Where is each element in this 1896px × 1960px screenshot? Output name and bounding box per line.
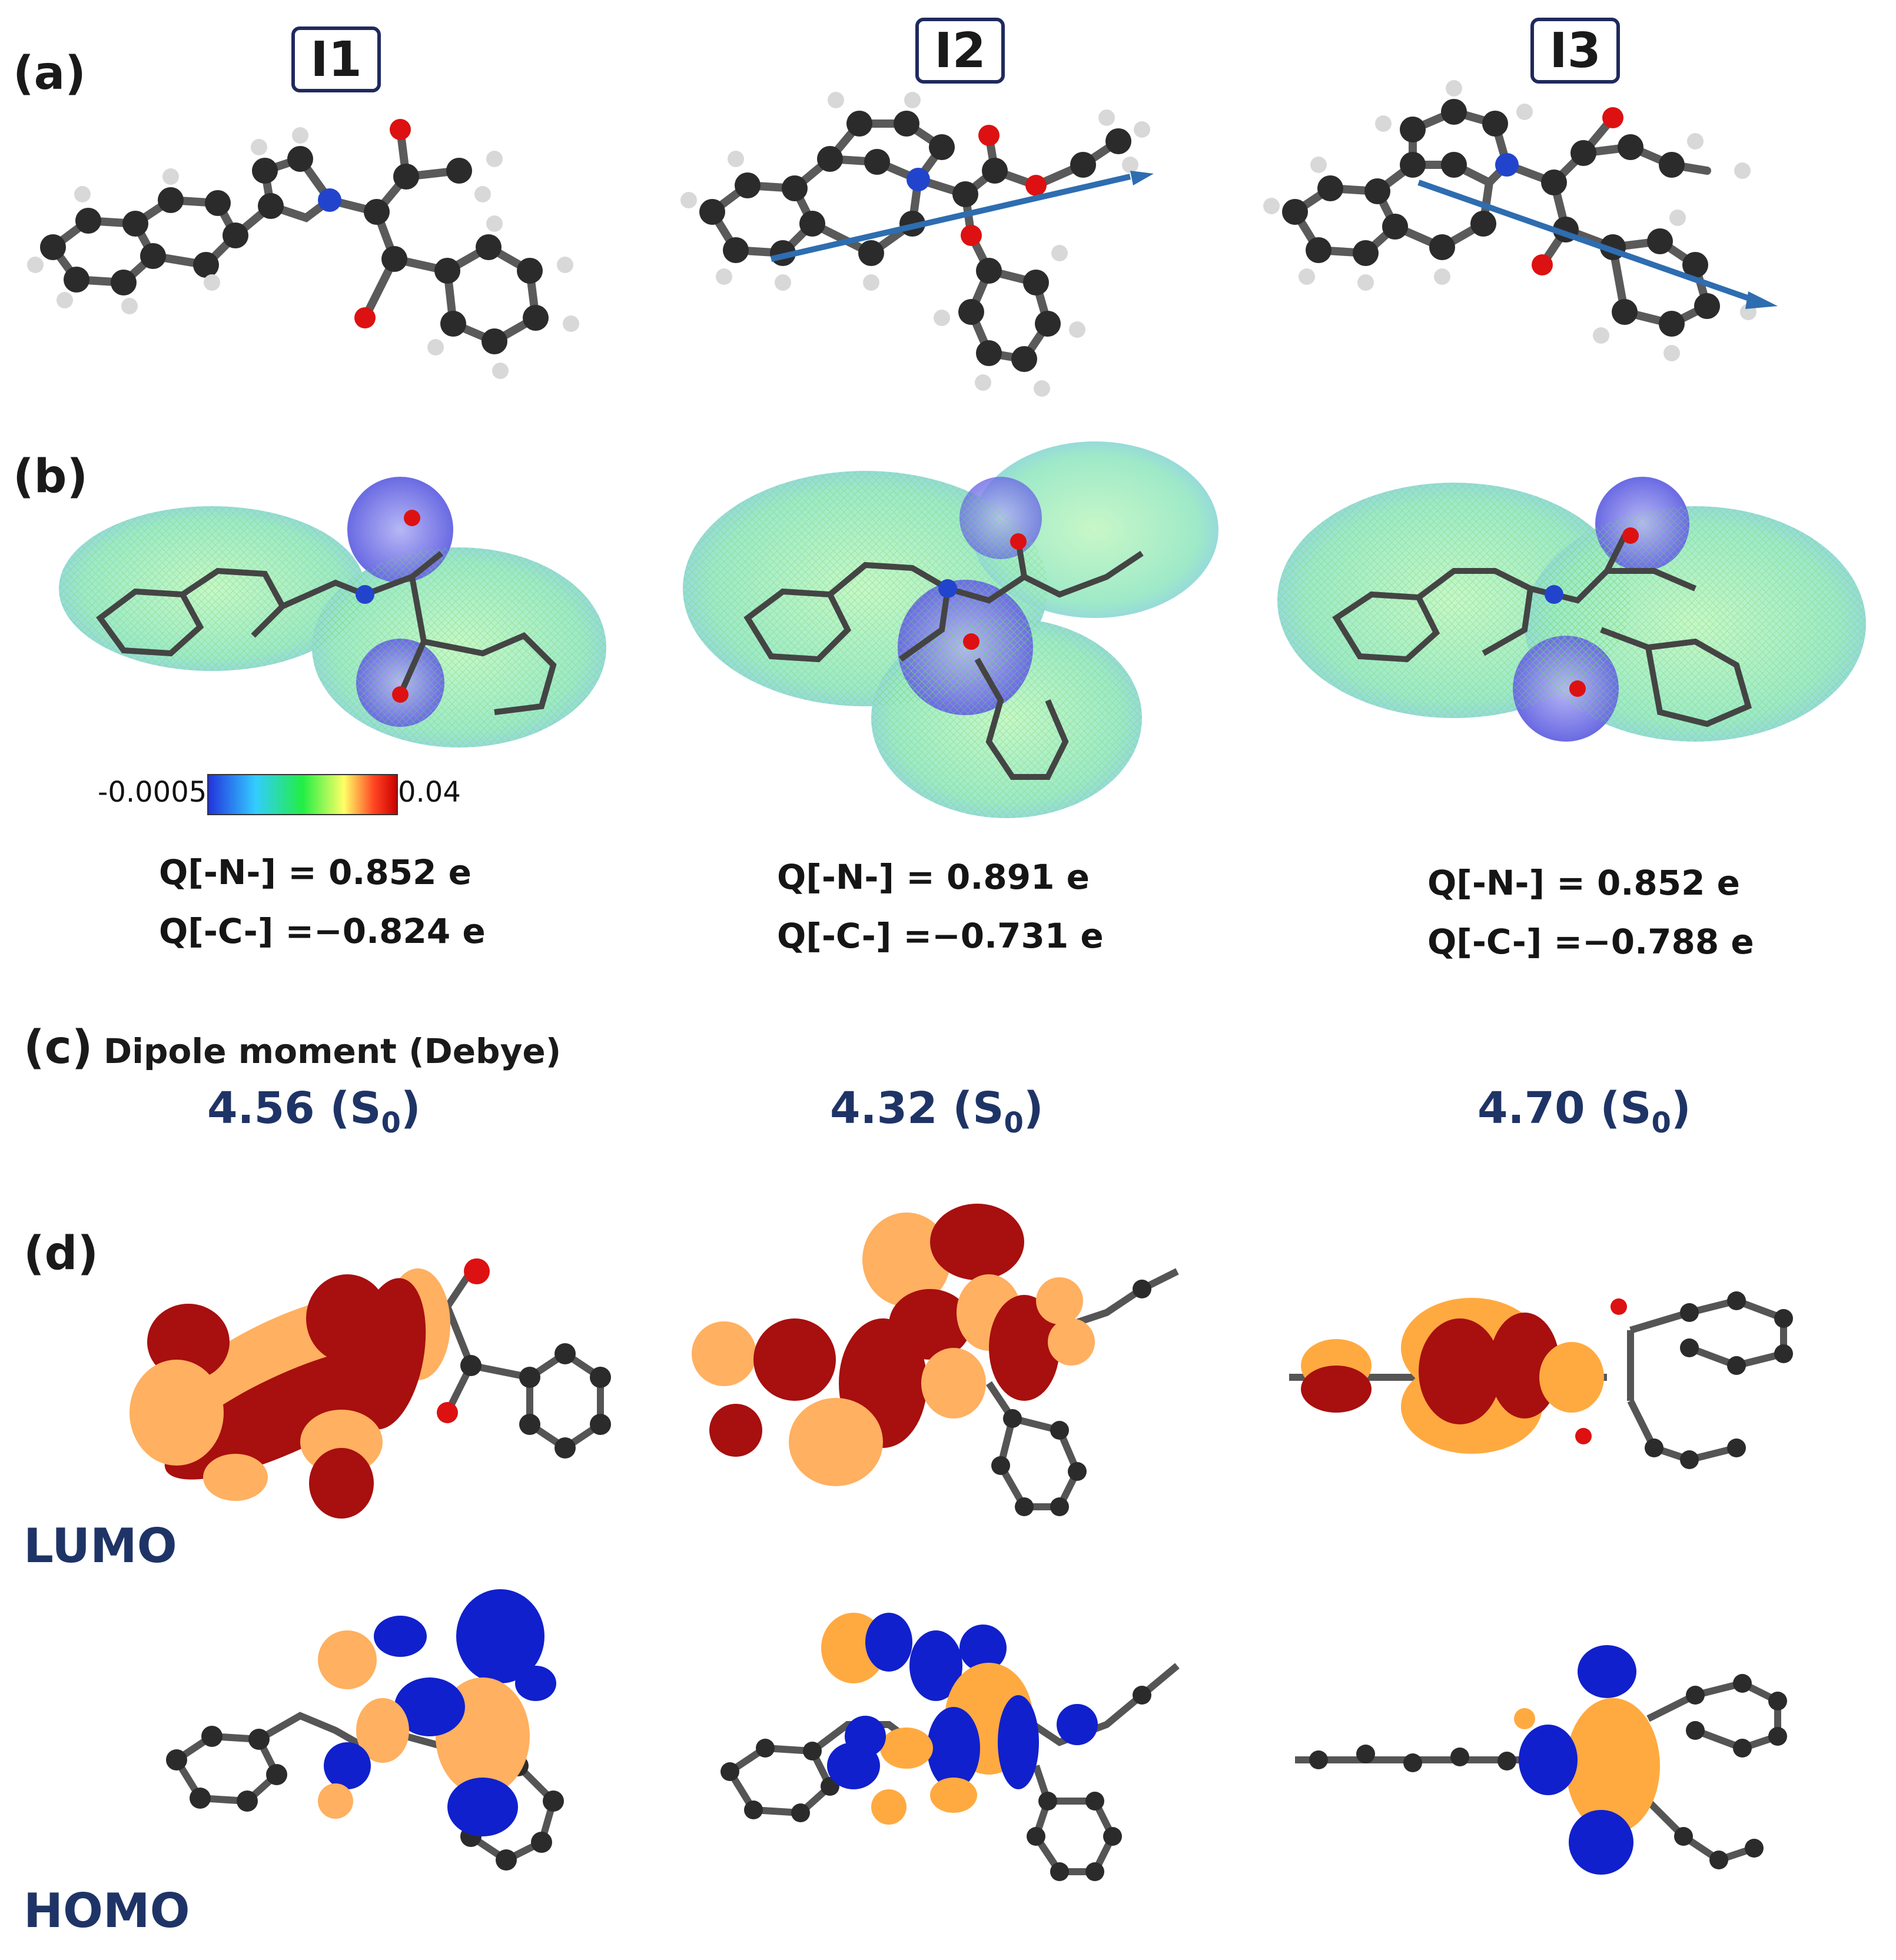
homo-orbital-i3 [1295,1645,1787,1875]
dipole-value-i1: 4.56 (S0) [207,1083,421,1140]
lumo-orbital-i3 [1289,1291,1793,1469]
charge-c-i3: Q[-C-] =−0.788 e [1427,922,1754,962]
esp-surface-i1 [59,477,606,748]
isomer-label-i3: I3 [1530,18,1620,84]
charge-n-i3: Q[-N-] = 0.852 e [1427,863,1740,903]
esp-surface-i3 [1277,477,1866,742]
panel-label-d: (d) [24,1227,99,1280]
colorbar [207,774,398,815]
panel-label-a: (a) [13,47,86,100]
charge-block-i2: Q[-N-] = 0.891 e Q[-C-] =−0.731 e [777,848,1104,965]
colorbar-max-label: 0.04 [398,776,461,809]
charge-block-i3: Q[-N-] = 0.852 e Q[-C-] =−0.788 e [1427,853,1754,971]
panel-label-c: (c) [24,1021,93,1074]
charge-c-i2: Q[-C-] =−0.731 e [777,916,1104,956]
charge-block-i1: Q[-N-] = 0.852 e Q[-C-] =−0.824 e [159,843,486,961]
dipole-value-i2: 4.32 (S0) [830,1083,1044,1140]
homo-orbital-i2 [720,1613,1180,1881]
homo-orbital-i1 [166,1589,564,1871]
panel-label-b: (b) [13,450,88,503]
isomer-label-i2: I2 [915,18,1005,84]
charge-n-i1: Q[-N-] = 0.852 e [159,852,471,892]
charge-n-i2: Q[-N-] = 0.891 e [777,857,1090,897]
lumo-orbital-i2 [692,1204,1179,1516]
charge-c-i1: Q[-C-] =−0.824 e [159,911,486,951]
molecule-i3 [1263,80,1778,361]
dipole-value-i3: 4.70 (S0) [1477,1083,1691,1140]
colorbar-min-label: -0.0005 [98,776,207,809]
lumo-orbital-i1 [130,1258,611,1519]
lumo-label: LUMO [24,1519,177,1573]
homo-label: HOMO [24,1883,190,1938]
isomer-label-i1: I1 [291,26,381,92]
molecule-i1 [27,119,579,379]
esp-surface-i2 [683,441,1218,818]
dipole-title: Dipole moment (Debye) [104,1031,562,1071]
molecule-i2 [680,92,1154,397]
